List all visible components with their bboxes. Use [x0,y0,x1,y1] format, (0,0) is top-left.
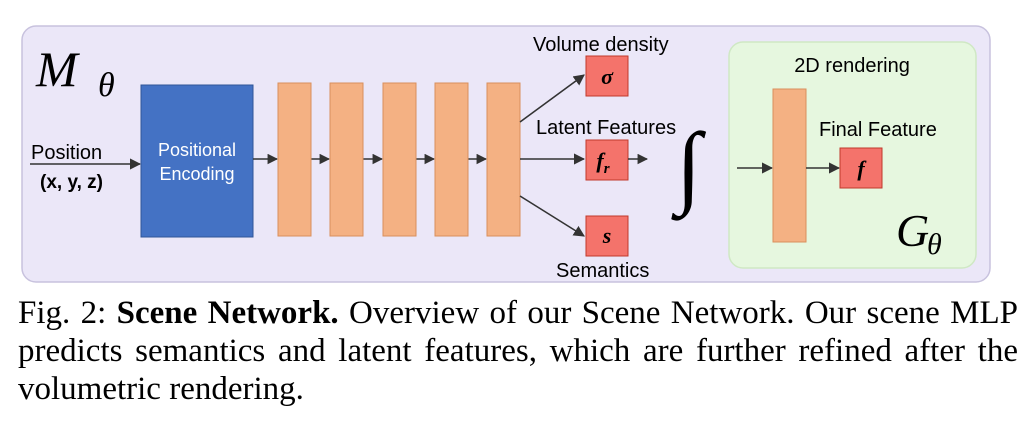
density-symbol: σ [601,64,614,89]
scene-network-symbol-subscript: θ [98,67,115,104]
semantic-output-box [585,215,629,257]
positional-encoding-label-line2: Encoding [159,164,234,184]
caption-prefix: Fig. 2: [18,295,117,331]
positional-encoding-label-line1: Positional [158,140,236,160]
rendering-title: 2D rendering [794,55,910,77]
density-output-box [585,55,629,97]
input-position-coords: (x, y, z) [40,172,103,193]
render-layer [772,88,807,243]
volume-density-label: Volume density [533,34,669,56]
semantic-symbol: s [602,223,612,248]
input-position-label: Position [31,142,102,164]
mlp-layer-1 [277,82,312,237]
mlp-layer-2 [329,82,364,237]
caption-bold-title: Scene Network. [116,295,339,331]
render-network-symbol-subscript: θ [927,228,942,261]
semantic-output-arrow [519,195,585,237]
mlp-layer-4 [434,82,469,237]
final-feature-box [839,147,883,189]
positional-encoding-block [140,84,254,238]
scene-network-symbol: M [35,41,80,97]
latent-symbol-base: f [596,148,606,173]
latent-output-box [585,139,629,181]
latent-features-label: Latent Features [536,117,676,139]
density-output-arrow [519,74,585,123]
final-feature-symbol: f [857,156,867,181]
semantics-label: Semantics [556,260,649,282]
latent-symbol-subscript: r [604,161,610,177]
mlp-layer-3 [382,82,417,237]
caption-text: Overview of our Scene Network. Our scene… [18,295,1018,407]
integral-symbol: ∫ [671,114,706,221]
latent-symbol: fr [596,148,609,177]
figure-caption: Fig. 2: Scene Network. Overview of our S… [18,294,1018,408]
scene-network-diagram: M θ Position (x, y, z) Positional Encodi… [21,25,991,283]
render-network-symbol: G [896,205,929,256]
mlp-layer-5 [486,82,521,237]
final-feature-label: Final Feature [819,119,937,141]
